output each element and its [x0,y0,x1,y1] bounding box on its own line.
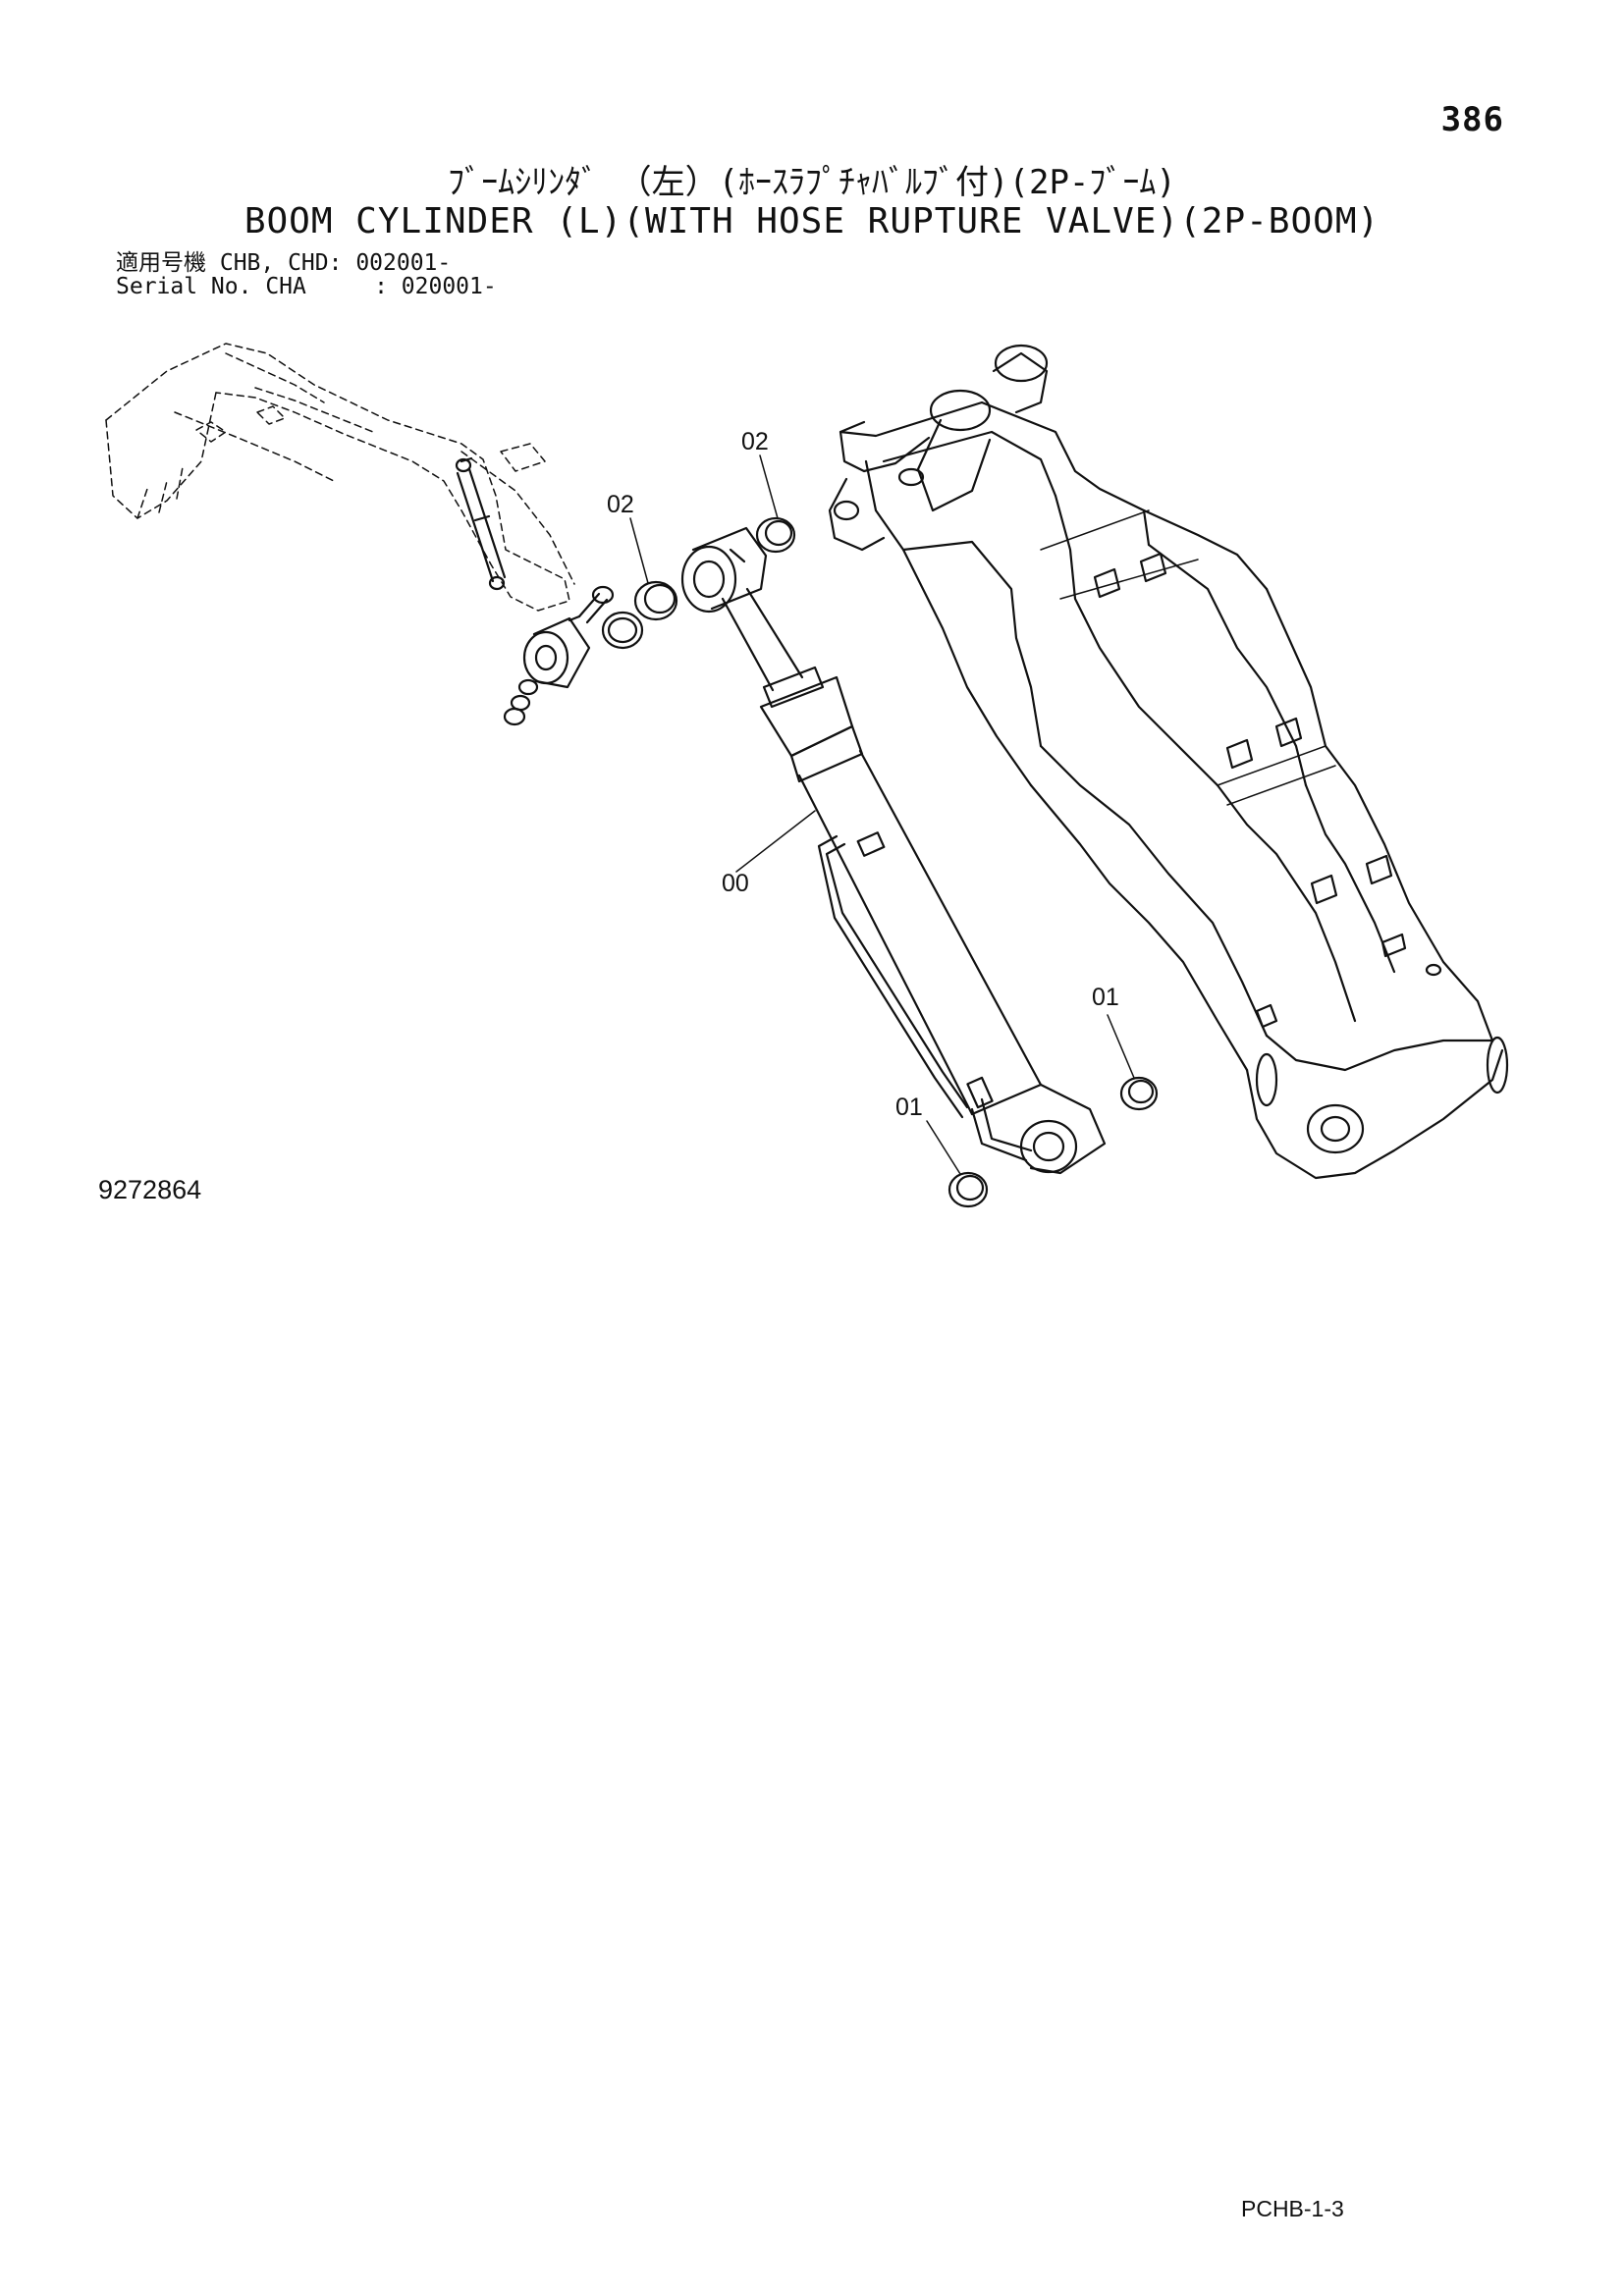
callout-01-right: 01 [1092,984,1119,1011]
callout-00: 00 [722,870,749,897]
boom-cylinder-assembly [680,526,1107,1175]
lower-bushings [947,1076,1159,1208]
title-english: BOOM CYLINDER (L)(WITH HOSE RUPTURE VALV… [244,201,1380,241]
page-code: PCHB-1-3 [1241,2196,1344,2221]
callout-leaders [629,454,1135,1175]
serial-line-2: Serial No. CHA : 020001- [116,274,497,299]
upper-bushings [601,516,796,650]
page-number: 386 [1440,100,1504,139]
boom-structure [828,344,1509,1180]
pin-washer-nut-group [503,585,615,726]
title-japanese: ﾌﾞｰﾑｼﾘﾝﾀﾞ （左）(ﾎｰｽﾗﾌﾟﾁｬﾊﾞﾙﾌﾞ付)(2P-ﾌﾞｰﾑ) [448,163,1176,202]
callout-01-left: 01 [895,1094,923,1121]
callout-02-top: 02 [741,428,769,455]
callout-02-left: 02 [607,491,634,518]
serial-line-1: 適用号機 CHB, CHD: 002001- [116,250,452,276]
figure-id: 9272864 [98,1175,202,1204]
excavator-inset-drawing [105,343,575,612]
